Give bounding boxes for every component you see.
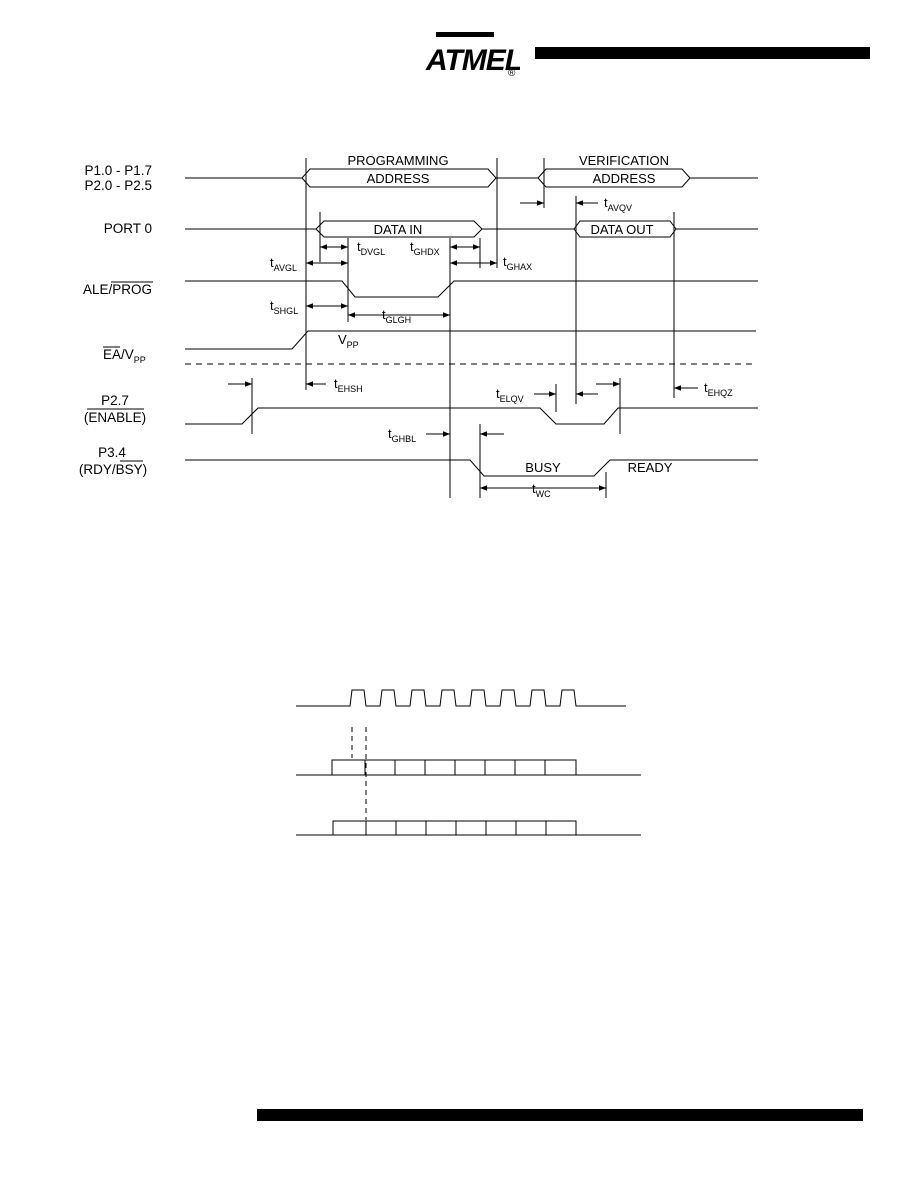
footer-rule: [257, 1109, 863, 1121]
address-bus-trace: [185, 168, 758, 188]
t-ghbl-label: tGHBL: [388, 426, 416, 444]
t-wc-label: tWC: [532, 481, 551, 499]
clock-dashed-markers: [351, 727, 367, 820]
t-shgl-label: tSHGL: [270, 298, 298, 316]
atmel-logo: ATMEL ®: [425, 32, 520, 78]
verif-address-line1: VERIFICATION: [579, 153, 669, 168]
enable-trace: [185, 407, 758, 425]
label-p34: P3.4: [98, 445, 126, 460]
ale-prog-trace: [185, 280, 758, 298]
label-port0: PORT 0: [104, 221, 152, 236]
label-enable: (ENABLE): [84, 410, 146, 425]
t-ghdx-label: tGHDX: [410, 239, 440, 257]
label-ale-prog: ALE/PROG: [83, 282, 152, 297]
label-p1: P1.0 - P1.7: [84, 163, 152, 178]
rdy-bsy-trace: [185, 459, 758, 477]
timing-arrows: [228, 200, 698, 491]
verif-address-line2: ADDRESS: [593, 171, 656, 186]
t-avqv-label: tAVQV: [604, 195, 632, 213]
prog-address-line1: PROGRAMMING: [347, 153, 448, 168]
t-avgl-label: tAVGL: [270, 255, 297, 273]
prog-address-line2: ADDRESS: [367, 171, 430, 186]
t-dvgl-label: tDVGL: [357, 239, 385, 257]
busy-label: BUSY: [525, 460, 561, 475]
data-out-label: DATA OUT: [590, 222, 653, 237]
logo-text: ATMEL: [425, 44, 520, 77]
label-ea-vpp: EA/VPP: [103, 347, 146, 365]
ready-label: READY: [628, 460, 673, 475]
port0-trace: [185, 220, 758, 238]
t-glgh-label: tGLGH: [382, 307, 411, 325]
label-p2: P2.0 - P2.5: [84, 178, 152, 193]
header-rule: [535, 47, 870, 59]
data-waveform-1: [296, 759, 641, 776]
t-elqv-label: tELQV: [496, 386, 524, 404]
data-waveform-2: [296, 820, 641, 836]
label-rdy-bsy: (RDY/BSY): [79, 462, 147, 477]
registered-mark: ®: [508, 68, 516, 78]
t-ehqz-label: tEHQZ: [704, 380, 733, 398]
t-ghax-label: tGHAX: [503, 254, 532, 272]
label-p27: P2.7: [101, 393, 129, 408]
t-ehsh-label: tEHSH: [334, 376, 363, 394]
data-in-label: DATA IN: [374, 222, 423, 237]
clock-waveform: [296, 689, 626, 707]
ea-vpp-trace: [185, 330, 756, 365]
vpp-label: VPP: [338, 332, 359, 350]
